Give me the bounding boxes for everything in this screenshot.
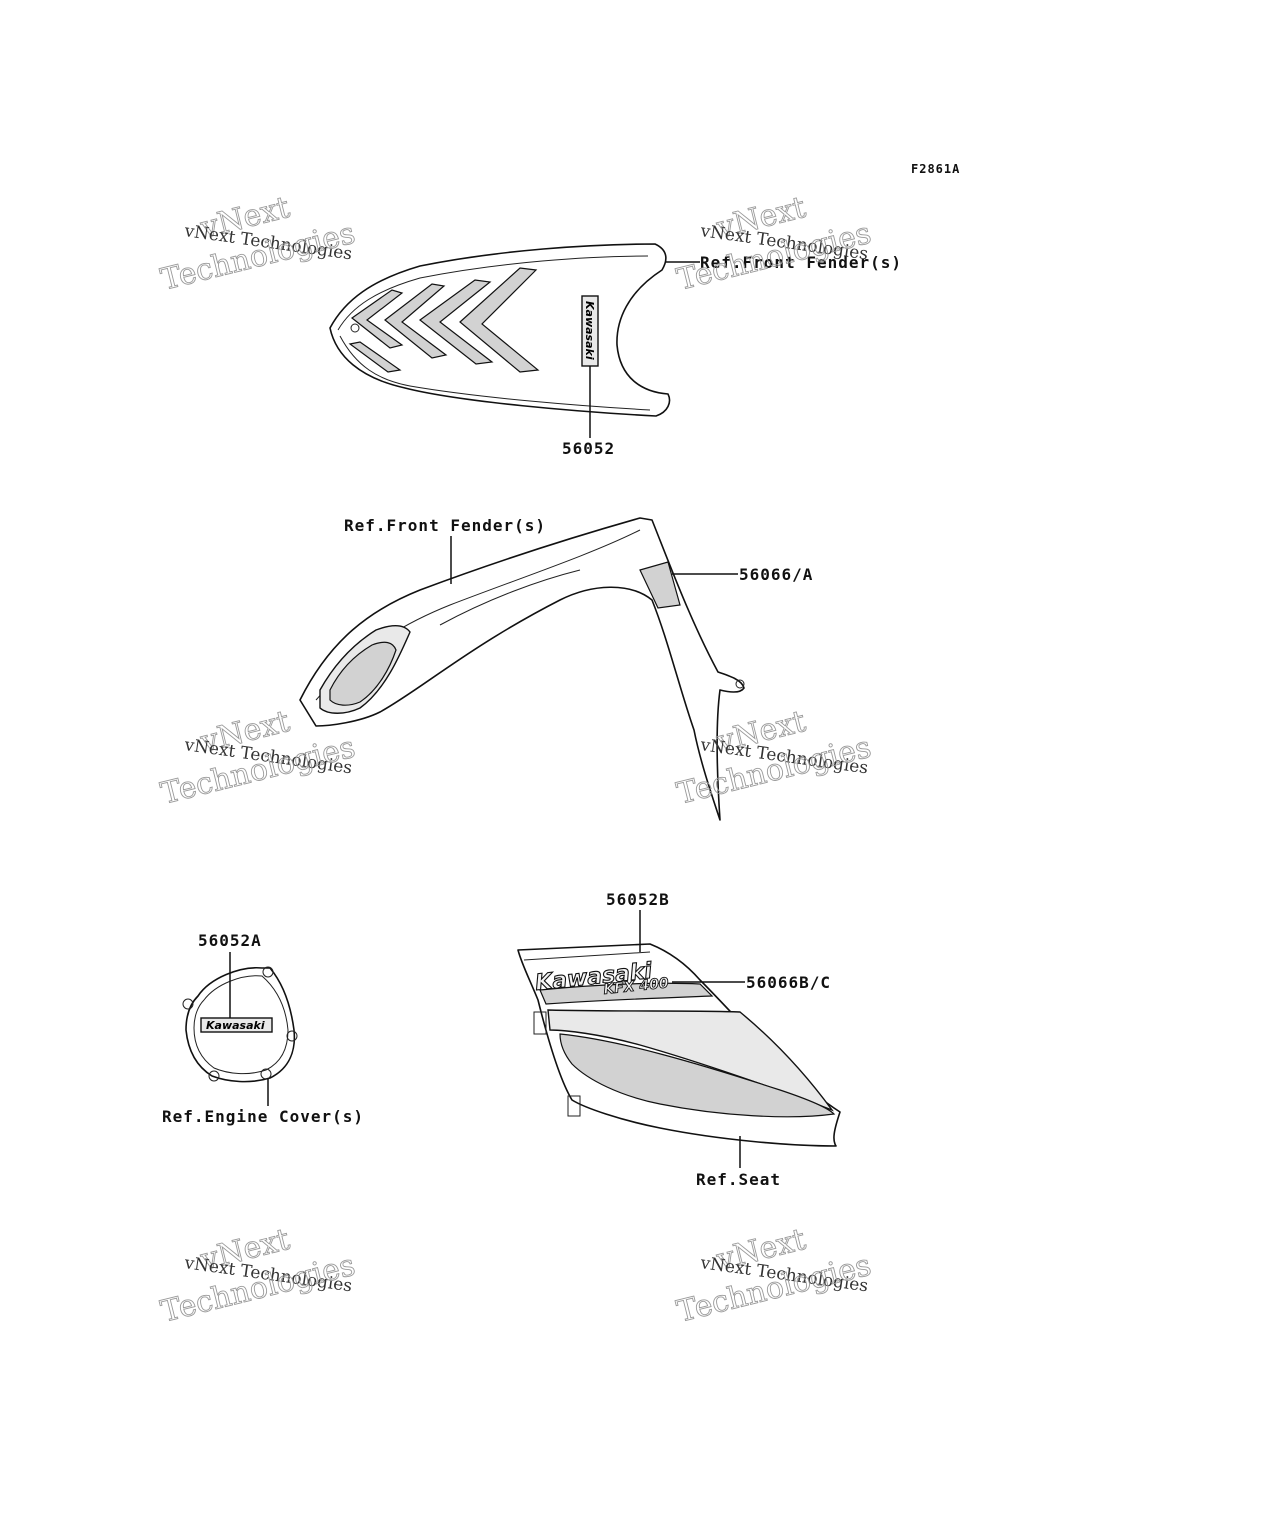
label-fender-ref-front-fender: Ref.Front Fender(s) [344, 516, 546, 535]
front-fender-side-view [299, 517, 745, 821]
engine-cover: Kawasaki [182, 966, 298, 1083]
label-56066B-C: 56066B/C [746, 973, 831, 992]
label-56052: 56052 [562, 439, 615, 458]
top-kawasaki-logo: Kawasaki [583, 301, 596, 360]
watermark-bottom-left: vNext vNext Technologies Technologies [157, 1222, 359, 1331]
watermark-top-right: vNext vNext Technologies Technologies [673, 190, 875, 299]
side-model-logo: KFX 400 [603, 975, 670, 998]
label-56052A: 56052A [198, 931, 262, 950]
engine-kawasaki-logo: Kawasaki [206, 1019, 265, 1032]
label-56066-A: 56066/A [739, 565, 813, 584]
label-ref-seat: Ref.Seat [696, 1170, 781, 1189]
watermark-top-left: vNext vNext Technologies Technologies [157, 190, 359, 299]
seat-side-cover: Kawasaki KFX 400 [517, 943, 841, 1147]
label-56052B: 56052B [606, 890, 670, 909]
label-ref-engine-cover: Ref.Engine Cover(s) [162, 1107, 364, 1126]
figure-code: F2861A [911, 162, 960, 176]
label-top-ref-front-fender: Ref.Front Fender(s) [700, 253, 902, 272]
front-fender-top-view: Kawasaki [329, 243, 671, 417]
watermark-bottom-right: vNext vNext Technologies Technologies [673, 1222, 875, 1331]
